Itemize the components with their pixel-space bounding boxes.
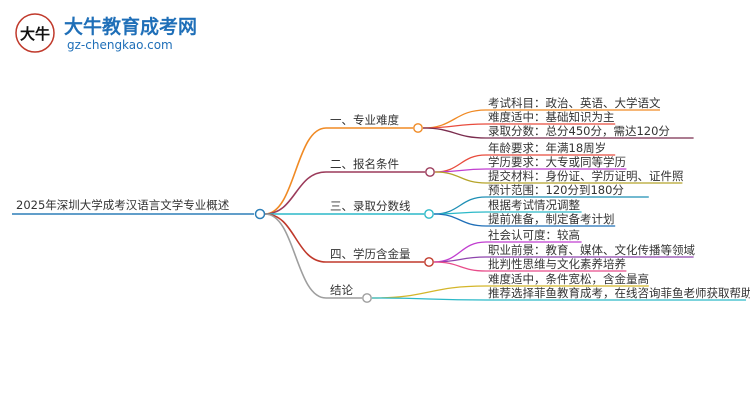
branch-label: 结论 — [330, 283, 353, 297]
branch-toggle-dot[interactable] — [424, 257, 434, 267]
leaf-5-2: 推荐选择菲鱼教育成考，在线咨询菲鱼老师获取帮助 — [371, 286, 750, 301]
branch-connector — [264, 171, 327, 215]
leaf-label: 根据考试情况调整 — [488, 198, 580, 212]
leaf-connector — [433, 213, 487, 227]
leaf-3-3: 提前准备，制定备考计划 — [433, 212, 616, 227]
leaf-label: 考试科目：政治、英语、大学语文 — [488, 96, 661, 110]
leaf-connector — [422, 123, 487, 129]
branch-label: 三、录取分数线 — [330, 199, 411, 213]
leaf-connector — [433, 256, 487, 263]
leaf-2-1: 年龄要求：年满18周岁 — [434, 141, 616, 173]
leaf-label: 提交材料：身份证、学历证明、证件照 — [488, 169, 684, 183]
leaf-label: 录取分数：总分450分，需达120分 — [488, 124, 670, 138]
branch-label: 四、学历含金量 — [330, 247, 411, 261]
logo-mark-icon: 大牛 — [15, 13, 55, 53]
leaf-4-3: 批判性思维与文化素养培养 — [433, 257, 626, 272]
leaf-connector — [434, 168, 487, 173]
site-logo: 大牛 大牛教育成考网 gz-chengkao.com — [14, 10, 234, 56]
leaf-label: 难度适中，条件宽松，含金量高 — [488, 272, 649, 286]
leaf-connector — [422, 127, 487, 139]
leaf-connector — [434, 171, 487, 184]
leaf-label: 预计范围：120分到180分 — [488, 183, 624, 197]
root-toggle-dot[interactable] — [254, 208, 266, 220]
branch-toggle-dot[interactable] — [362, 293, 372, 303]
branch-toggle-dot[interactable] — [424, 209, 434, 219]
branch-label: 一、专业难度 — [330, 113, 399, 127]
leaf-label: 学历要求：大专或同等学历 — [488, 155, 626, 169]
leaf-connector — [422, 109, 487, 129]
leaf-label: 职业前景：教育、媒体、文化传播等领域 — [488, 243, 695, 257]
branch-toggle-dot[interactable] — [413, 123, 423, 133]
root-topic: 2025年深圳大学成考汉语言文学专业概述 — [16, 198, 230, 212]
branch-1: 一、专业难度 考试科目：政治、英语、大学语文难度适中：基础知识为主录取分数：总分4… — [264, 96, 694, 215]
branch-toggle-dot[interactable] — [425, 167, 435, 177]
svg-text:大牛: 大牛 — [20, 25, 50, 43]
leaf-label: 难度适中：基础知识为主 — [488, 110, 615, 124]
leaf-1-3: 录取分数：总分450分，需达120分 — [422, 124, 694, 139]
leaf-label: 推荐选择菲鱼教育成考，在线咨询菲鱼老师获取帮助 — [488, 286, 750, 300]
branch-connector — [264, 213, 327, 263]
leaf-2-3: 提交材料：身份证、学历证明、证件照 — [434, 169, 684, 184]
leaf-2-2: 学历要求：大专或同等学历 — [434, 155, 627, 173]
logo-url: gz-chengkao.com — [67, 38, 173, 52]
leaf-label: 社会认可度：较高 — [488, 228, 580, 242]
branch-connector — [264, 213, 327, 299]
branch-label: 二、报名条件 — [330, 157, 399, 171]
leaf-3-1: 预计范围：120分到180分 — [433, 183, 649, 215]
logo-title: 大牛教育成考网 — [64, 16, 198, 38]
leaf-label: 批判性思维与文化素养培养 — [488, 257, 626, 271]
leaf-3-2: 根据考试情况调整 — [433, 198, 582, 215]
leaf-label: 提前准备，制定备考计划 — [488, 212, 615, 226]
branch-connector — [264, 127, 327, 215]
branch-4: 四、学历含金量 社会认可度：较高职业前景：教育、媒体、文化传播等领域批判性思维与文… — [264, 213, 695, 272]
leaf-connector — [371, 297, 487, 301]
leaf-label: 年龄要求：年满18周岁 — [488, 141, 606, 155]
branch-2: 二、报名条件 年龄要求：年满18周岁学历要求：大专或同等学历提交材料：身份证、学历… — [264, 141, 684, 215]
leaf-connector — [433, 261, 487, 272]
leaf-connector — [371, 285, 487, 299]
